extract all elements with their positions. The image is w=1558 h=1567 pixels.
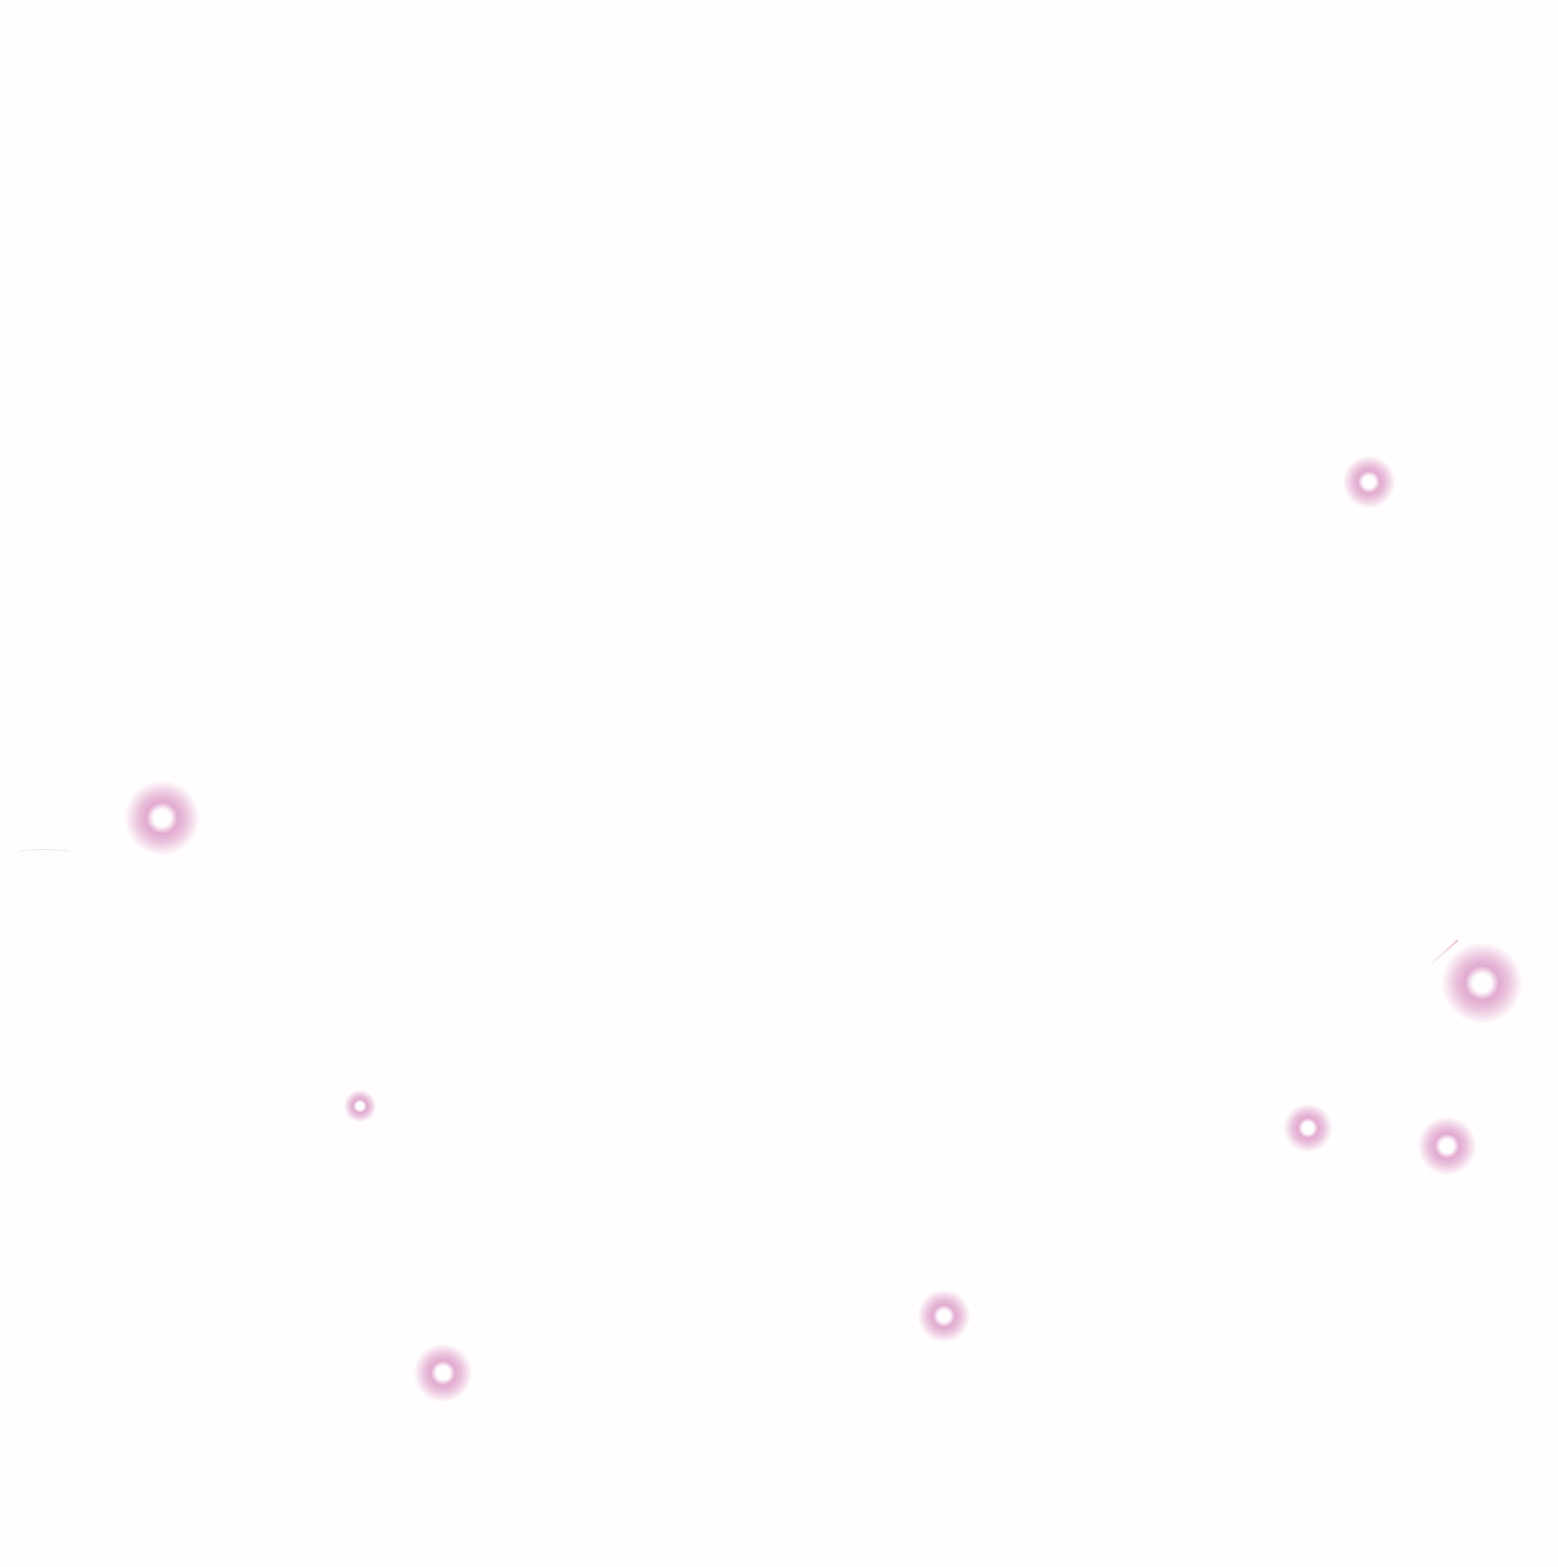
sparkle-3 (1442, 943, 1522, 1023)
sparkle-1 (1343, 456, 1395, 508)
faint-streak-left (18, 849, 70, 856)
sparkle-6 (1418, 1117, 1476, 1175)
light-streak-right (1427, 939, 1459, 968)
sparkle-4 (344, 1090, 376, 1122)
sparkle-2 (125, 781, 199, 855)
sparkle-8 (414, 1344, 472, 1402)
sparkle-5 (1284, 1104, 1332, 1152)
sparkle-7 (918, 1290, 970, 1342)
